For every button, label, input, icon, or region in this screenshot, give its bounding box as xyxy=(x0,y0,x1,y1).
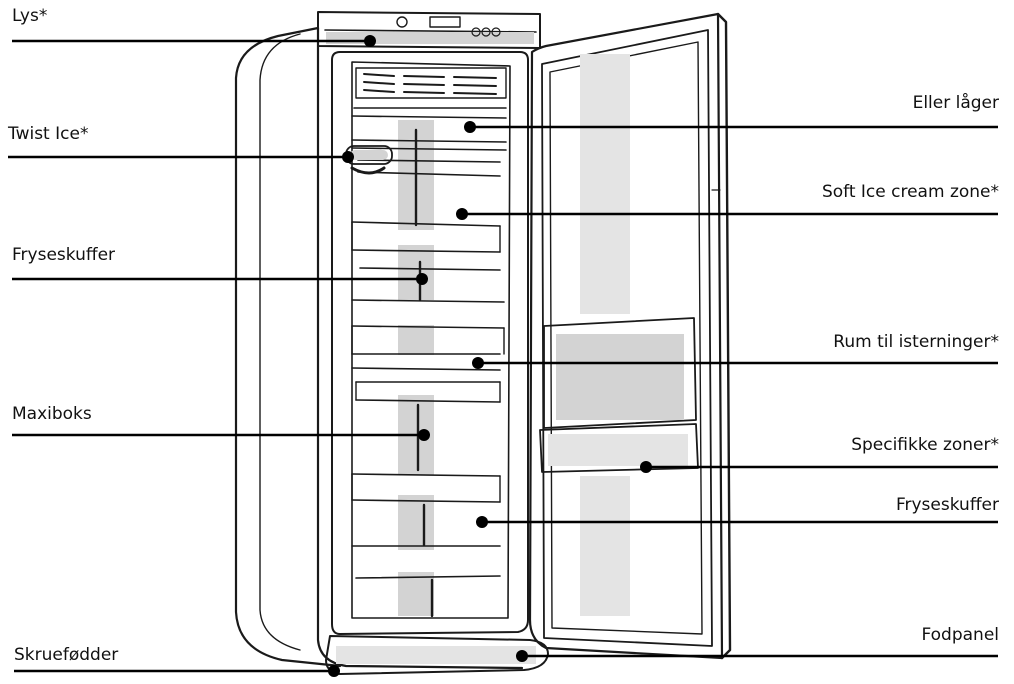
label-fryseskuffer-left: Fryseskuffer xyxy=(12,245,116,265)
freezer-door xyxy=(528,12,732,660)
label-maxiboks: Maxiboks xyxy=(12,404,92,424)
label-skruefodder: Skruefødder xyxy=(14,645,119,665)
label-soft-ice-cream-zone: Soft Ice cream zone* xyxy=(821,182,999,202)
freezer-cabinet xyxy=(234,11,549,675)
label-lys: Lys* xyxy=(12,6,48,26)
label-rum-til-isterninger: Rum til isterninger* xyxy=(833,332,999,352)
label-fodpanel: Fodpanel xyxy=(921,625,999,645)
label-specifikke-zoner: Specifikke zoner* xyxy=(851,435,999,455)
leader-lines xyxy=(8,35,998,677)
label-eller-lager: Eller låger xyxy=(912,93,999,113)
label-twist-ice: Twist Ice* xyxy=(8,124,89,144)
label-fryseskuffer-right: Fryseskuffer xyxy=(895,495,999,515)
